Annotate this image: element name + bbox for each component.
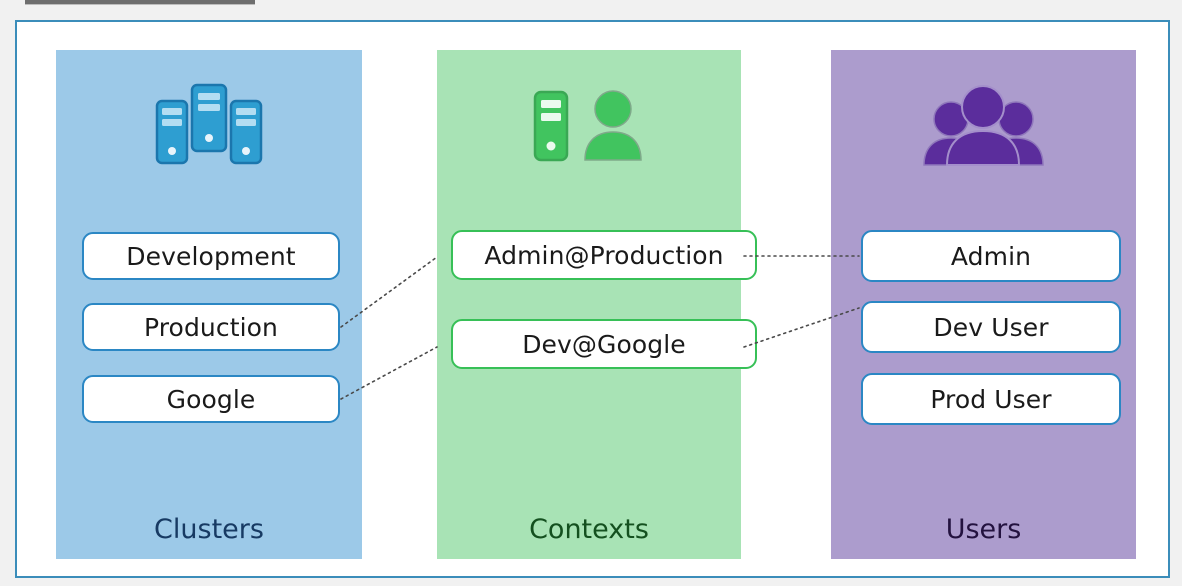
cluster-item-production[interactable]: Production <box>82 303 340 351</box>
cluster-item-development[interactable]: Development <box>82 232 340 280</box>
column-contexts: Admin@Production Dev@Google Contexts <box>437 50 757 559</box>
servers-icon-area <box>56 62 362 192</box>
context-item-admin-production[interactable]: Admin@Production <box>451 230 757 280</box>
column-clusters: Development Production Google Clusters <box>56 50 362 559</box>
cluster-item-google[interactable]: Google <box>82 375 340 423</box>
column-caption-clusters: Clusters <box>154 514 264 545</box>
context-item-dev-google[interactable]: Dev@Google <box>451 319 757 369</box>
users-icon-area <box>831 62 1136 192</box>
column-caption-users: Users <box>945 514 1022 545</box>
diagram-card: Development Production Google Clusters A… <box>15 20 1170 578</box>
users-group-icon <box>923 85 1044 166</box>
column-users: Admin Dev User Prod User Users <box>831 50 1136 559</box>
user-item-prod-user[interactable]: Prod User <box>861 373 1121 425</box>
user-item-admin[interactable]: Admin <box>861 230 1121 282</box>
column-caption-contexts: Contexts <box>529 514 649 545</box>
context-icon-area <box>437 62 741 192</box>
window-chrome-strip <box>25 0 255 5</box>
user-item-dev-user[interactable]: Dev User <box>861 301 1121 353</box>
server-and-user-icon <box>533 89 642 161</box>
servers-icon <box>155 83 263 165</box>
